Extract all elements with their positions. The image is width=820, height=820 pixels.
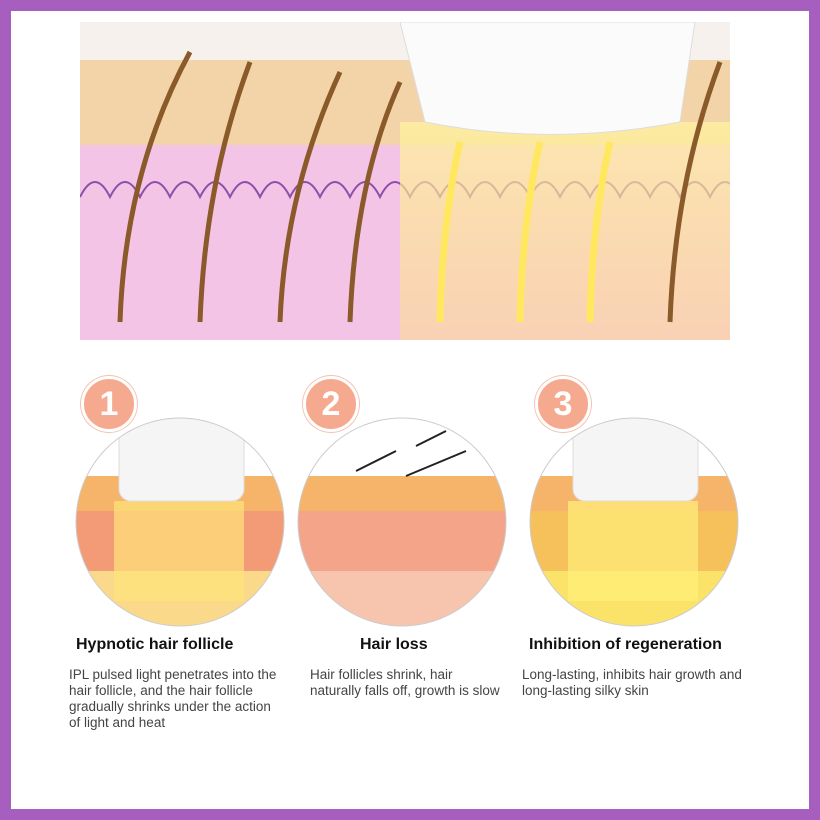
infographic-panel: 1 2 3 Hypnotic hair follicle Hair loss I… <box>11 11 809 809</box>
step-3-illustration <box>529 417 739 627</box>
step-2-illustration <box>297 417 507 627</box>
step-1-description: IPL pulsed light penetrates into the hai… <box>69 667 277 730</box>
step-2-description: Hair follicles shrink, hair naturally fa… <box>310 667 500 698</box>
step-1-number-badge: 1 <box>81 376 137 432</box>
step-2-number-badge: 2 <box>303 376 359 432</box>
step-1-illustration <box>75 417 285 627</box>
step-2-title: Hair loss <box>360 636 428 653</box>
step-3-description: Long-lasting, inhibits hair growth and l… <box>522 667 742 698</box>
skin-cross-section-illustration <box>80 22 730 340</box>
step-3-title: Inhibition of regeneration <box>529 636 722 653</box>
step-3-number-badge: 3 <box>535 376 591 432</box>
ipl-device-head <box>399 22 696 135</box>
step-1-title: Hypnotic hair follicle <box>76 636 234 653</box>
hair-follicles <box>117 50 723 323</box>
